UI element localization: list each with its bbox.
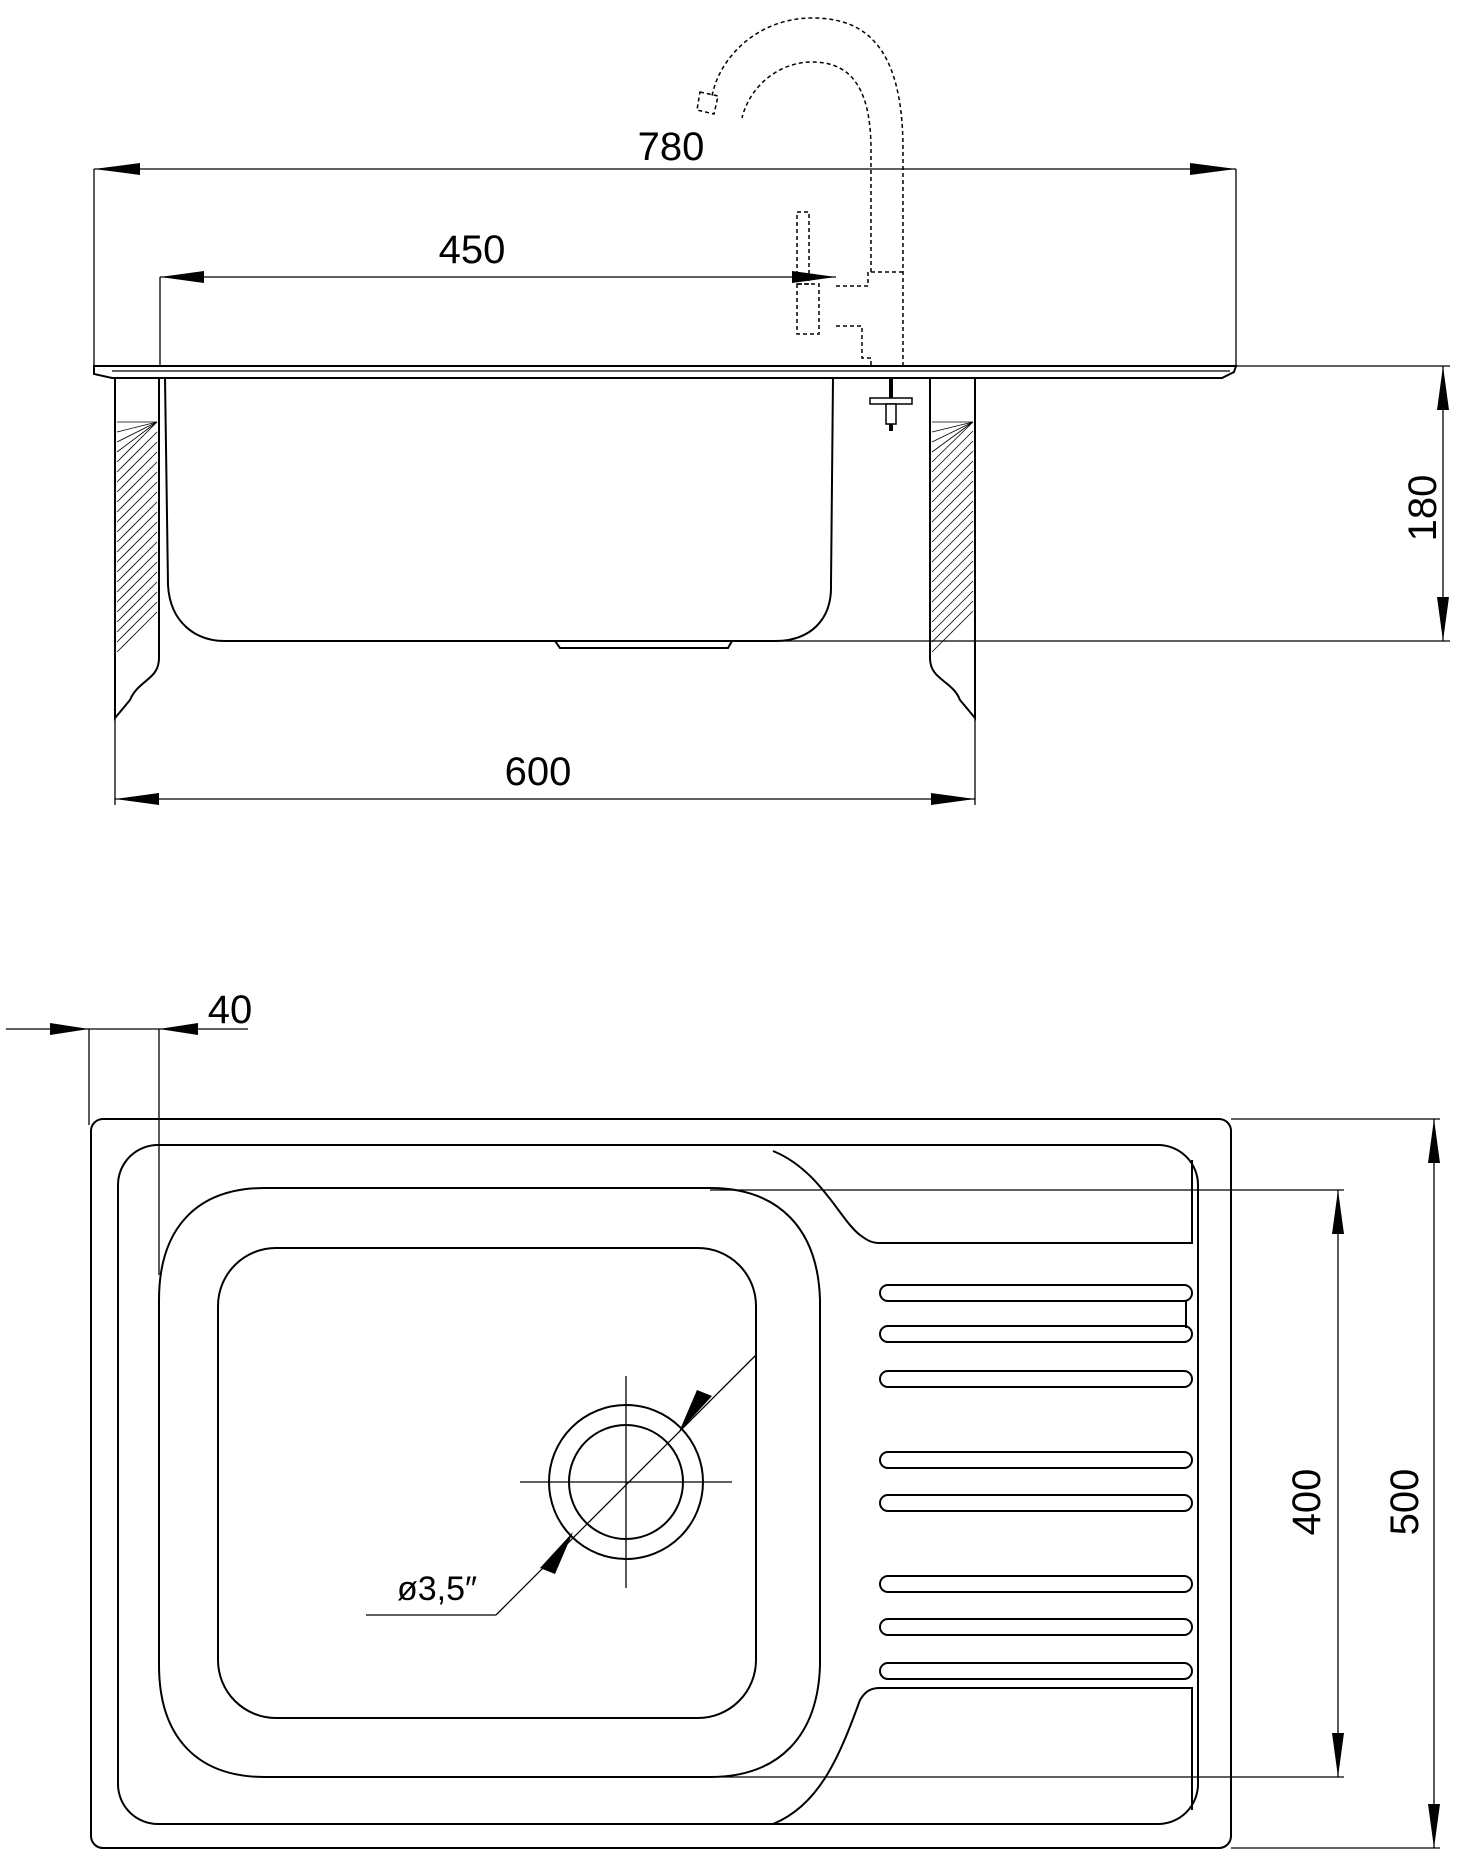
hatch-line — [931, 610, 974, 653]
dim-780-label: 780 — [638, 125, 705, 169]
sink-outer-edge — [90, 1118, 1232, 1849]
drain-outlet — [554, 640, 733, 649]
drainer-rib — [879, 1325, 1193, 1343]
dimension-bowl-length: 400 — [710, 1189, 1344, 1778]
hatch-line — [931, 460, 974, 503]
hatch-line — [931, 580, 974, 623]
hatch-line — [931, 570, 974, 613]
hatch-line — [931, 421, 974, 463]
hatch-line — [931, 550, 974, 593]
hatch-line — [116, 591, 158, 633]
hatch-line — [116, 481, 158, 523]
hatch-line — [116, 531, 158, 573]
hatch-line — [116, 421, 158, 463]
drainer-rib — [879, 1284, 1193, 1302]
drainer-ribs — [879, 1284, 1193, 1680]
hatch-line — [931, 490, 974, 533]
hatch-line — [931, 421, 974, 453]
hatch-line — [116, 581, 158, 623]
hatch-line — [116, 561, 158, 603]
drain-diameter-label: ø3,5″ — [397, 1570, 477, 1608]
hatch-line — [116, 551, 158, 593]
hatch-line — [116, 471, 158, 513]
hatch-line — [931, 421, 974, 443]
hatch-line — [931, 530, 974, 573]
hatch-line — [931, 510, 974, 553]
dim-400-label: 400 — [1285, 1469, 1329, 1536]
dimension-bowl-depth: 180 — [779, 365, 1450, 642]
sink-bowl-profile — [164, 377, 834, 642]
dimension-edge-offset: 40 — [6, 988, 252, 1275]
hatch-line — [116, 421, 158, 453]
hatch-line — [931, 500, 974, 543]
mounting-clip — [869, 378, 913, 431]
hatch-line — [116, 571, 158, 613]
drain: ø3,5″ — [366, 1354, 757, 1616]
dimension-overall-depth: 500 — [1231, 1118, 1440, 1849]
hatch-line — [116, 491, 158, 533]
hatch-line — [931, 421, 974, 433]
drainer-rib — [879, 1618, 1193, 1636]
hatch-line — [116, 421, 158, 433]
dim-500-label: 500 — [1383, 1469, 1427, 1536]
hatch-line — [116, 451, 158, 493]
drainer-board — [772, 1150, 1193, 1825]
cabinet-wall-left — [114, 377, 160, 721]
cabinet-wall-right — [929, 377, 976, 721]
drainer-rib — [879, 1451, 1193, 1469]
drainer-rib — [879, 1494, 1193, 1512]
hatch-line — [931, 590, 974, 633]
hatch-line — [931, 560, 974, 603]
dim-40-label: 40 — [208, 988, 253, 1032]
hatch-line — [116, 521, 158, 563]
sink-rim — [93, 365, 1238, 379]
bowl-inner-floor — [217, 1247, 757, 1719]
dim-180-label: 180 — [1401, 475, 1445, 542]
top-view: 40 ø3,5″ — [6, 988, 1440, 1849]
hatch-line — [931, 430, 974, 473]
hatch-line — [931, 480, 974, 523]
hatch-line — [931, 440, 974, 483]
drainer-rib — [879, 1662, 1193, 1680]
hatch-line — [116, 501, 158, 543]
hatch-line — [116, 601, 158, 643]
sink-inner-rim — [117, 1144, 1199, 1825]
hatch-line — [116, 611, 158, 653]
hatch-line — [931, 600, 974, 643]
side-view: 780 450 — [93, 17, 1450, 805]
dimension-overall-width: 780 — [93, 125, 1237, 366]
faucet-outline — [696, 17, 904, 366]
drainer-rib — [879, 1575, 1193, 1593]
hatch-line — [116, 441, 158, 483]
dim-450-label: 450 — [439, 228, 506, 272]
hatch-line — [931, 520, 974, 563]
hatch-line — [931, 470, 974, 513]
hatch-line — [116, 461, 158, 503]
dim-600-label: 600 — [505, 750, 572, 794]
hatch-line — [116, 541, 158, 583]
hatch-line — [931, 450, 974, 493]
hatch-line — [116, 431, 158, 473]
hatch-line — [116, 421, 158, 443]
dimension-cabinet-width: 600 — [114, 718, 976, 805]
dimension-bowl-width: 450 — [159, 228, 836, 366]
hatch-line — [116, 511, 158, 553]
drainer-rib — [879, 1370, 1193, 1388]
hatch-line — [931, 540, 974, 583]
